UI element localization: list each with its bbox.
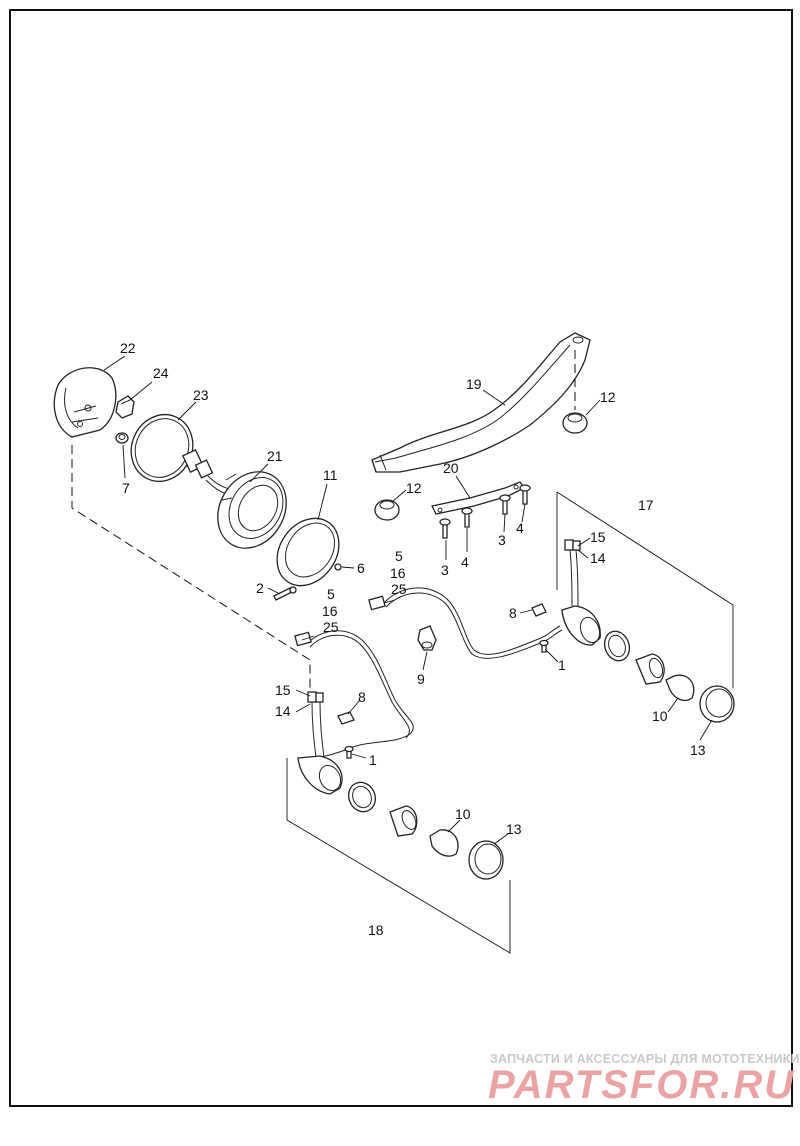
right-signal-ring	[603, 630, 631, 662]
alignment-guide-line	[71, 445, 311, 690]
callout-20: 20	[443, 460, 459, 476]
right-harness-wire	[383, 587, 561, 655]
callout-numbers: 22 24 23 7 21 11 2 6 19 12 12 20 3 4 3 4…	[120, 340, 706, 938]
seal-ring-23	[130, 414, 194, 482]
headlamp-housing	[53, 367, 117, 438]
headlamp-lens-module	[217, 471, 287, 549]
callout-5b: 5	[327, 586, 335, 602]
callout-4a: 4	[461, 554, 469, 570]
left-signal-wires	[307, 691, 325, 759]
callout-21: 21	[267, 448, 283, 464]
left-signal-lens	[468, 840, 504, 880]
watermark-caption: ЗАПЧАСТИ И АКСЕССУАРЫ ДЛЯ МОТОТЕХНИКИ	[490, 1052, 800, 1066]
callout-2: 2	[256, 580, 264, 596]
watermark-logo: PARTSFOR.RU	[488, 1063, 796, 1107]
callout-1a: 1	[558, 657, 566, 673]
callout-16a: 16	[390, 565, 406, 581]
nut-6	[334, 563, 342, 571]
callout-8a: 8	[509, 605, 517, 621]
left-group-bracket	[286, 758, 511, 954]
leader-lines	[103, 355, 713, 845]
bolts-3-4	[439, 484, 531, 539]
callout-8b: 8	[358, 689, 366, 705]
callout-10b: 10	[455, 806, 471, 822]
right-signal-bulb	[665, 674, 695, 702]
rubber-mount-12a	[374, 499, 400, 521]
grommet-7	[115, 432, 129, 444]
right-harness-connector	[368, 595, 386, 611]
screw-1a	[539, 639, 549, 653]
callout-25b: 25	[323, 619, 339, 635]
page-border	[9, 9, 793, 1107]
callout-13b: 13	[506, 821, 522, 837]
right-signal-lens	[699, 685, 735, 723]
callout-17: 17	[638, 497, 654, 513]
right-signal-socket	[635, 653, 665, 685]
mounting-bracket	[371, 332, 591, 473]
left-signal-socket	[389, 805, 418, 837]
callout-7: 7	[122, 480, 130, 496]
callout-3a: 3	[441, 562, 449, 578]
callout-1b: 1	[369, 752, 377, 768]
screw-1b	[344, 745, 354, 759]
callout-25a: 25	[391, 581, 407, 597]
callout-10a: 10	[652, 708, 668, 724]
left-signal-housing	[297, 755, 343, 795]
callout-4b: 4	[516, 520, 524, 536]
callout-12b: 12	[600, 389, 616, 405]
callout-6: 6	[357, 560, 365, 576]
callout-22: 22	[120, 340, 136, 356]
left-harness-connector	[294, 631, 312, 647]
screw-2	[273, 586, 297, 601]
clip-8b	[337, 711, 355, 725]
callout-11: 11	[323, 467, 338, 483]
callout-16b: 16	[322, 603, 338, 619]
center-socket-9	[417, 625, 437, 651]
trim-ring-11	[276, 517, 340, 587]
callout-24: 24	[153, 365, 169, 381]
callout-15b: 15	[275, 682, 291, 698]
right-signal-housing	[561, 605, 601, 646]
callout-15a: 15	[590, 529, 606, 545]
callout-9: 9	[417, 671, 425, 687]
rubber-mount-12b	[562, 412, 588, 434]
callout-14a: 14	[590, 550, 606, 566]
clip-8a	[531, 603, 547, 617]
callout-5a: 5	[395, 548, 403, 564]
left-signal-ring	[347, 781, 377, 813]
headlamp-connector	[181, 449, 233, 495]
left-signal-bulb	[429, 829, 459, 857]
right-harness-wire-2	[385, 592, 563, 659]
callout-14b: 14	[275, 703, 291, 719]
left-harness-wire-2	[309, 634, 410, 739]
callout-18: 18	[368, 922, 384, 938]
callout-13a: 13	[690, 742, 706, 758]
callout-3b: 3	[498, 532, 506, 548]
callout-23: 23	[193, 387, 209, 403]
right-signal-wires	[564, 539, 581, 607]
right-group-bracket	[556, 491, 734, 688]
housing-clip	[115, 395, 135, 419]
callout-19: 19	[466, 376, 482, 392]
callout-12a: 12	[406, 480, 422, 496]
